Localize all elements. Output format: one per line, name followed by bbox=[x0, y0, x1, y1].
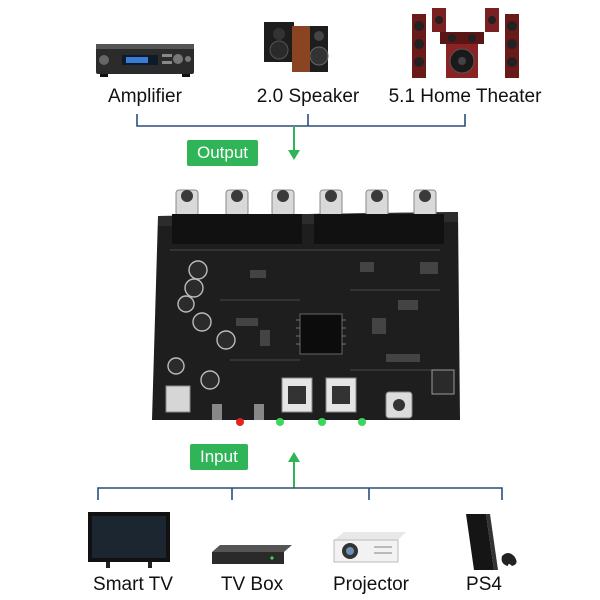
input-tag: Input bbox=[190, 444, 248, 470]
input-arrow-icon bbox=[288, 452, 300, 488]
output-arrow-icon bbox=[288, 126, 300, 160]
output-label-home-theater: 5.1 Home Theater bbox=[388, 86, 542, 107]
input-label-tv-box: TV Box bbox=[220, 574, 284, 595]
output-label-amplifier: Amplifier bbox=[108, 86, 182, 107]
output-label-speaker: 2.0 Speaker bbox=[256, 86, 360, 107]
output-tag: Output bbox=[187, 140, 259, 166]
input-label-smart-tv: Smart TV bbox=[93, 574, 173, 595]
input-label-ps4: PS4 bbox=[466, 574, 502, 595]
input-label-projector: Projector bbox=[332, 574, 410, 595]
